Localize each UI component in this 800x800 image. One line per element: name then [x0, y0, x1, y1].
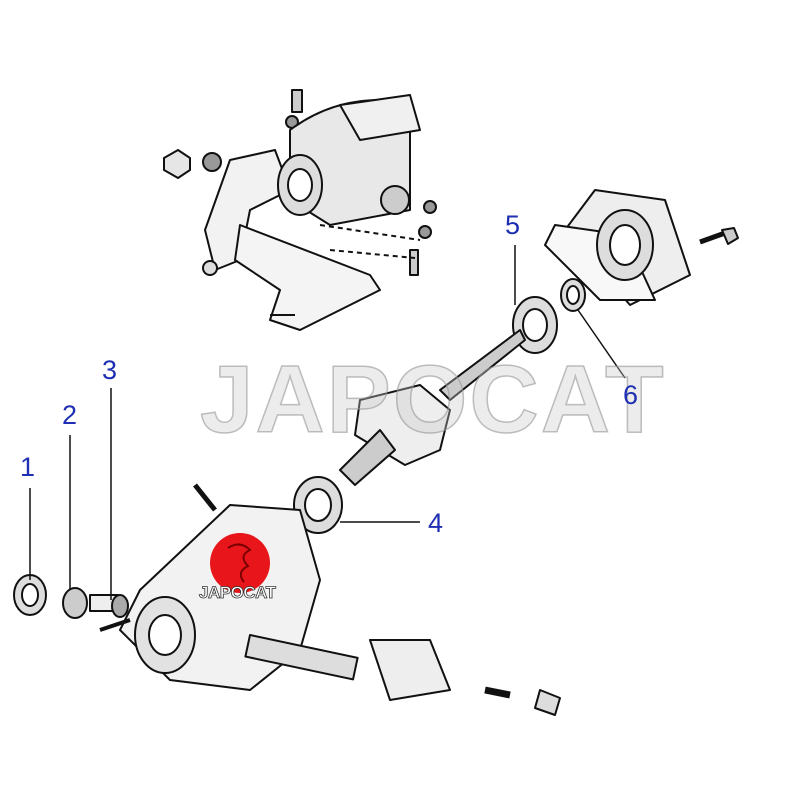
japocat-logo — [210, 533, 270, 593]
callout-4: 4 — [428, 508, 444, 538]
callout-2: 2 — [62, 400, 78, 430]
callout-3: 3 — [102, 355, 118, 385]
flange-plate — [544, 189, 739, 306]
callout-5: 5 — [505, 210, 521, 240]
callout-6: 6 — [623, 380, 639, 410]
callout-1: 1 — [20, 452, 36, 482]
leader-lines — [29, 245, 626, 600]
part-3 — [111, 594, 129, 618]
upper-steering-gear — [163, 89, 437, 331]
logo-text: JAPOCAT — [199, 583, 277, 603]
gearbox-housing — [99, 483, 561, 716]
shaft-assembly — [293, 296, 558, 534]
part-2 — [62, 587, 88, 619]
watermark: JAPOCAT — [199, 345, 666, 454]
